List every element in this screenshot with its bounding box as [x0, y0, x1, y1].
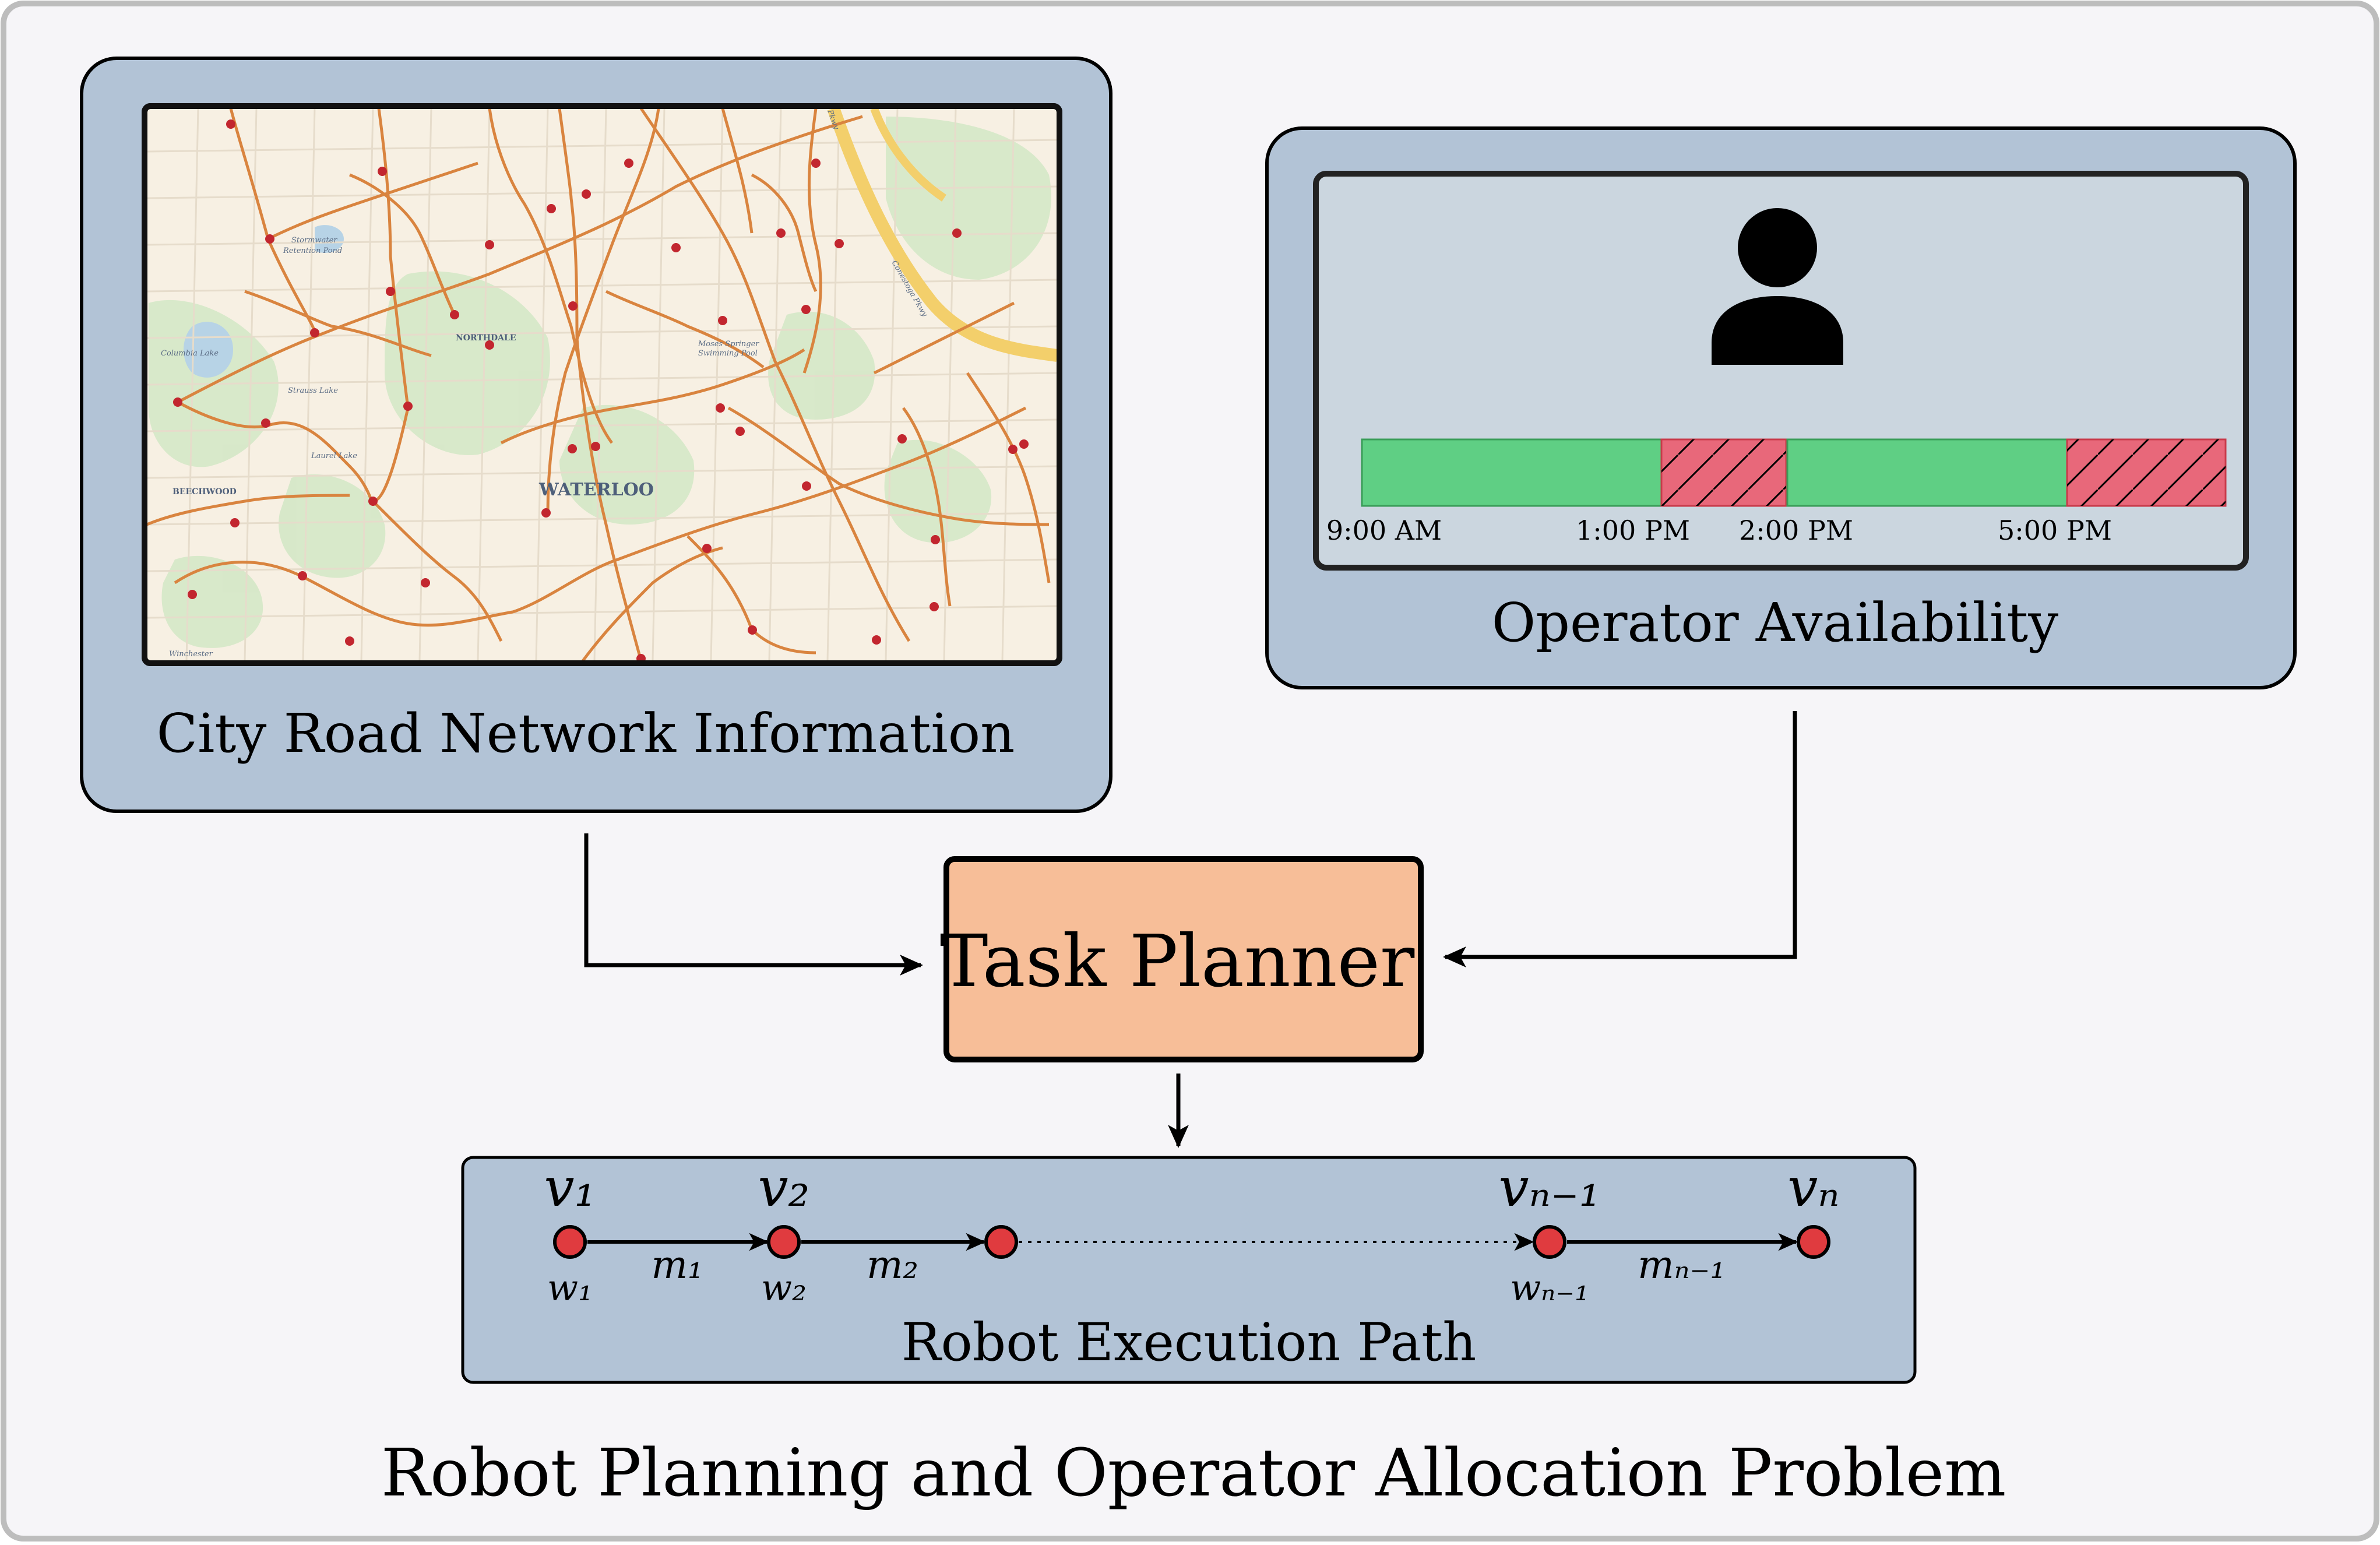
path-node-2 — [767, 1225, 801, 1259]
time-label-4: 5:00 PM — [1998, 515, 2112, 546]
operator-panel-label: Operator Availability — [1492, 592, 2059, 654]
diagram-title: Robot Planning and Operator Allocation P… — [381, 1435, 2006, 1511]
map-label-laurel: Laurel Lake — [311, 452, 357, 460]
map-label-columbia: Columbia Lake — [161, 349, 219, 358]
map-label-winchester: Winchester — [169, 650, 213, 659]
path-node-4 — [1533, 1225, 1566, 1259]
time-label-2: 1:00 PM — [1576, 515, 1690, 546]
edge-label-2: m₂ — [867, 1243, 918, 1287]
available-slot-2 — [1786, 438, 2068, 507]
time-label-3: 2:00 PM — [1739, 515, 1853, 546]
path-node-5 — [1797, 1225, 1830, 1259]
node-weight-2: w₂ — [761, 1266, 807, 1309]
map-label-beechwood: BEECHWOOD — [172, 487, 237, 497]
node-label-5: vₙ — [1787, 1156, 1839, 1219]
edge-label-4: mₙ₋₁ — [1638, 1243, 1726, 1287]
edge-label-1: m₁ — [651, 1243, 703, 1287]
node-label-2: v₂ — [758, 1156, 810, 1219]
time-label-1: 9:00 AM — [1326, 515, 1442, 546]
available-slot-1 — [1361, 438, 1663, 507]
node-weight-1: w₁ — [547, 1266, 593, 1309]
arrow-map-to-planner — [584, 833, 923, 976]
map-label-strauss: Strauss Lake — [288, 386, 338, 395]
map-label-moses-2: Swimming Pool — [698, 349, 758, 358]
path-node-3 — [984, 1225, 1018, 1259]
map-label-retention: Retention Pond — [283, 247, 342, 255]
map-content: WATERLOO NORTHDALE BEECHWOOD Stormwater … — [147, 108, 1057, 661]
road-network-panel: WATERLOO NORTHDALE BEECHWOOD Stormwater … — [80, 57, 1112, 813]
arrow-operator-to-planner — [1443, 711, 1797, 967]
map-label-waterloo: WATERLOO — [538, 480, 654, 500]
task-planner-label: Task Planner — [940, 920, 1415, 1004]
path-node-1 — [553, 1225, 587, 1259]
node-label-4: vₙ₋₁ — [1499, 1156, 1601, 1219]
connectors — [584, 711, 1797, 1148]
operator-panel: 9:00 AM 1:00 PM 2:00 PM 5:00 PM Operator… — [1265, 126, 2297, 689]
map-label-stormwater: Stormwater — [291, 236, 337, 245]
node-weight-4: wₙ₋₁ — [1510, 1266, 1589, 1309]
task-planner-box: Task Planner — [940, 856, 1424, 1062]
map-label-moses-1: Moses Springer — [698, 340, 759, 349]
availability-timeline — [1361, 438, 2227, 507]
node-label-1: v₁ — [544, 1156, 596, 1219]
execution-path-label: Robot Execution Path — [902, 1312, 1477, 1373]
operator-person-icon — [1712, 208, 1843, 365]
map-label-northdale: NORTHDALE — [456, 333, 516, 343]
road-panel-label: City Road Network Information — [157, 702, 1015, 765]
execution-path-panel: m₁ m₂ mₙ₋₁ v₁ w₁ v₂ w₂ vₙ₋₁ wₙ₋₁ vₙ Robot Executi… — [461, 1156, 1917, 1384]
